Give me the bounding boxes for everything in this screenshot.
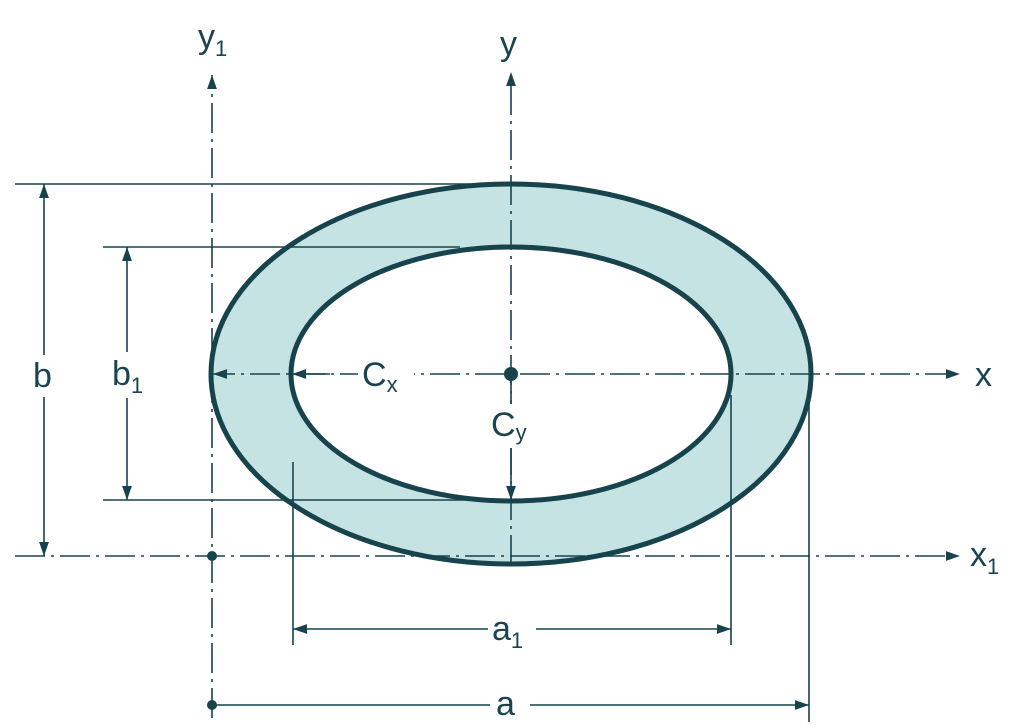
label-y: y xyxy=(500,25,517,63)
label-a1: a1 xyxy=(492,610,523,653)
label-b: b xyxy=(33,357,52,395)
centroid-dot xyxy=(504,367,518,381)
label-y1: y1 xyxy=(198,18,227,61)
label-a: a xyxy=(496,685,515,723)
label-cx: Cx xyxy=(362,356,398,397)
label-b1: b1 xyxy=(112,355,143,398)
label-x1: x1 xyxy=(970,536,999,579)
label-cy: Cy xyxy=(491,406,527,445)
dimension-a-start-dot xyxy=(207,700,217,710)
origin-dot xyxy=(207,551,217,561)
label-x: x xyxy=(975,356,992,394)
